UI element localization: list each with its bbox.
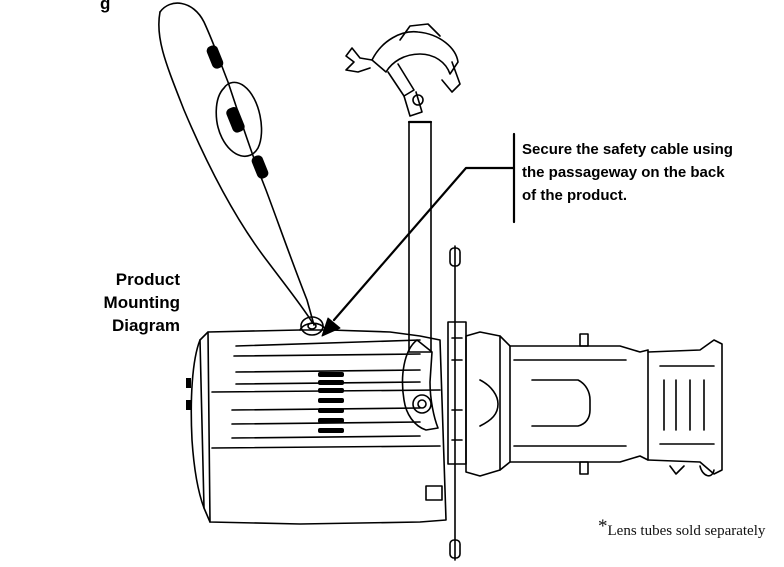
lens-tube — [465, 331, 723, 477]
callout-line: of the product. — [522, 187, 627, 204]
callout-leader — [332, 132, 516, 322]
title-fragment: g — [100, 0, 111, 13]
side-label-line: Mounting — [103, 293, 180, 312]
safety-cable-icon — [158, 2, 324, 336]
footnote-star: * — [598, 516, 608, 537]
side-label-line: Product — [115, 270, 180, 289]
yoke-arm — [401, 120, 439, 431]
mounting-clamp-icon — [345, 23, 461, 117]
callout-arrowhead — [321, 317, 341, 337]
callout-line: Secure the safety cable using — [522, 141, 733, 158]
side-label-line: Diagram — [111, 316, 180, 335]
callout-line: the passageway on the back — [522, 164, 725, 181]
fixture-drawing — [186, 322, 447, 525]
footnote-text: Lens tubes sold separately — [607, 523, 766, 539]
safety-callout: Secure the safety cable using the passag… — [522, 138, 784, 207]
side-label: Product Mounting Diagram — [70, 268, 180, 337]
lens-footnote: *Lens tubes sold separately — [598, 516, 765, 540]
shutter-rod — [447, 245, 467, 561]
